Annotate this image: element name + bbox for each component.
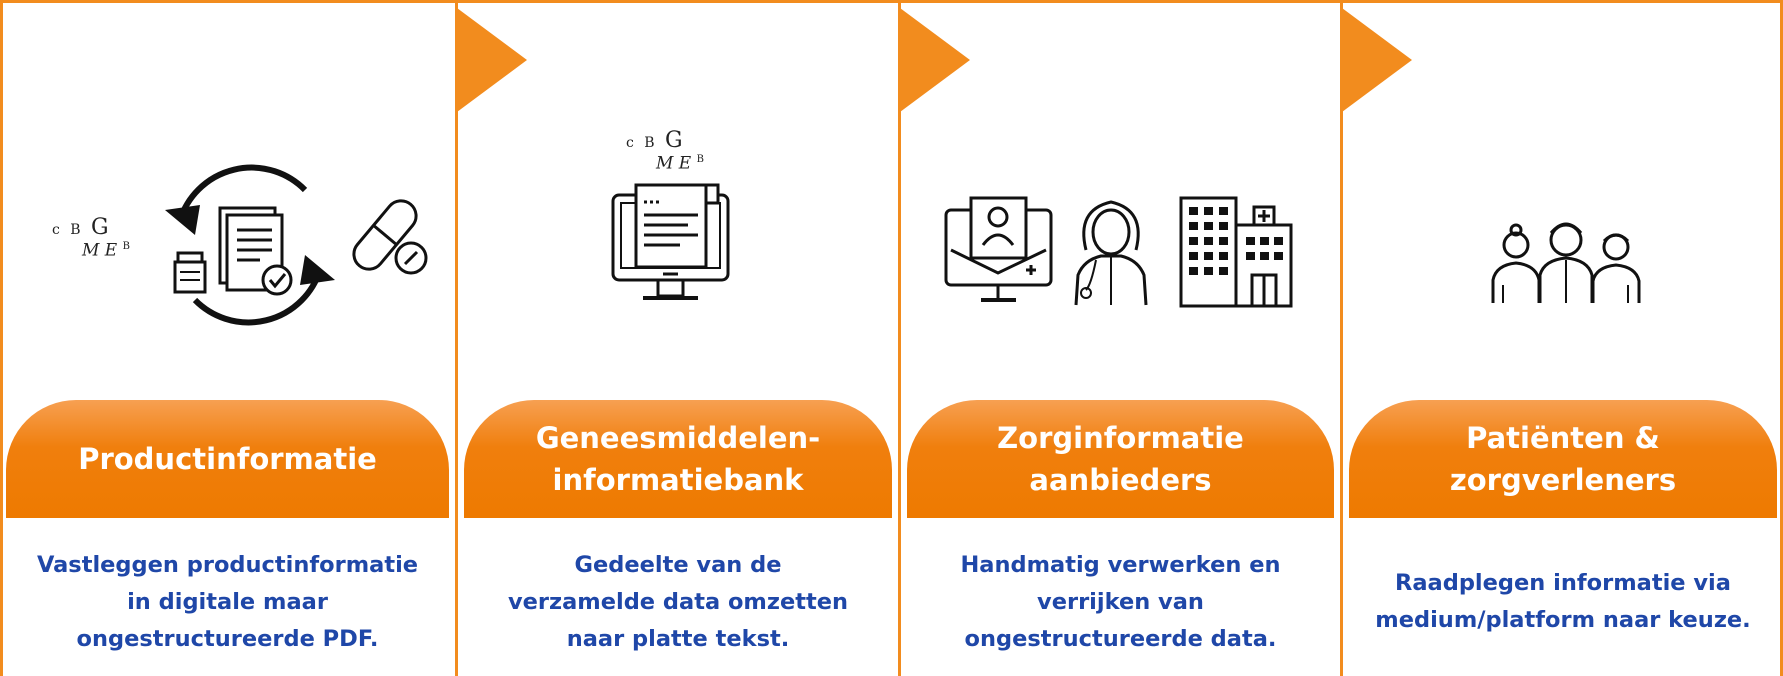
tablet-icon bbox=[394, 241, 428, 275]
flow-arrow-icon bbox=[1342, 8, 1412, 112]
column-divider bbox=[455, 0, 458, 676]
step-description: Handmatig verwerken en verrijken van ong… bbox=[960, 551, 1281, 652]
step-patienten-zorgverleners: Patiënten & zorgverleners Raadplegen inf… bbox=[1343, 0, 1783, 676]
cbg-meb-logo: c B G M E B bbox=[52, 215, 130, 261]
column-divider bbox=[1340, 0, 1343, 676]
step-geneesmiddelen-informatiebank: c B G M E B Geneesmiddelen- informatieba… bbox=[458, 0, 898, 676]
hospital-icon bbox=[1179, 196, 1293, 308]
pill-bottle-icon bbox=[173, 251, 207, 294]
step-header: Zorginformatie aanbieders bbox=[907, 400, 1334, 518]
step-zorginformatie-aanbieders: Zorginformatie aanbieders Handmatig verw… bbox=[901, 0, 1340, 676]
telehealth-monitor-icon bbox=[944, 196, 1053, 302]
doctor-icon bbox=[1074, 200, 1148, 306]
step-description: Gedeelte van de verzamelde data omzetten… bbox=[507, 551, 849, 652]
computer-document-icon bbox=[611, 183, 730, 300]
step-header: Patiënten & zorgverleners bbox=[1349, 400, 1777, 518]
refresh-cycle-icon bbox=[165, 164, 335, 326]
step-productinformatie: c B G M E B Productinformatie Vastleggen… bbox=[0, 0, 455, 676]
flow-arrow-icon bbox=[457, 8, 527, 112]
capsule-icon bbox=[352, 199, 418, 271]
step-description: Vastleggen productinformatie in digitale… bbox=[36, 551, 419, 652]
document-check-icon bbox=[218, 206, 293, 296]
column-divider bbox=[898, 0, 901, 676]
step-description: Raadplegen informatie via medium/platfor… bbox=[1375, 570, 1751, 633]
step-header: Geneesmiddelen- informatiebank bbox=[464, 400, 892, 518]
people-group-icon bbox=[1491, 222, 1641, 303]
cbg-meb-logo: c B G M E B bbox=[626, 128, 704, 174]
flow-arrow-icon bbox=[900, 8, 970, 112]
step-header: Productinformatie bbox=[6, 400, 449, 518]
